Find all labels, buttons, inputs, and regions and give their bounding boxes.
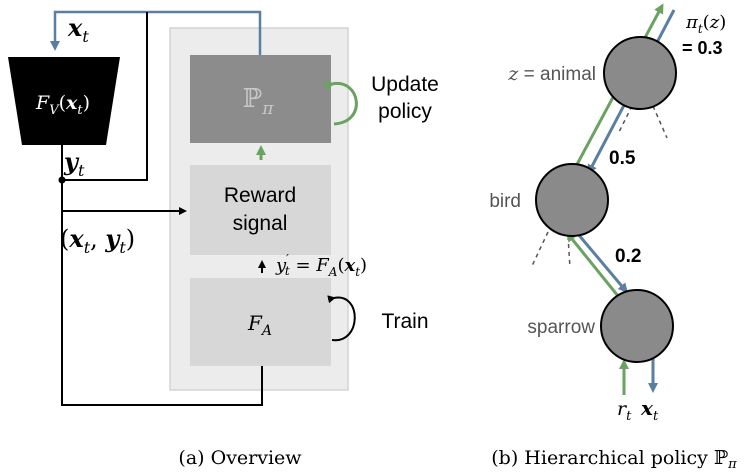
- dashed-branch: [567, 235, 571, 269]
- aux-output-label: y′t = FA(xt): [275, 252, 367, 279]
- edge-value: 0.5: [609, 148, 636, 169]
- tree-blue-arrow: [576, 233, 628, 294]
- dashed-branch: [531, 231, 549, 267]
- policy-input-line: [50, 10, 262, 57]
- node-label-animal: z = animal: [507, 63, 596, 85]
- edge-value: 0.2: [615, 246, 641, 267]
- update-label-line1: Update: [371, 73, 439, 96]
- reward-label-line1: Reward: [224, 184, 296, 207]
- update-loop: [324, 80, 358, 126]
- encoder-output-line: [61, 145, 263, 406]
- encoder-label: FV(xt): [35, 92, 90, 118]
- tree-node-sparrow: [600, 289, 674, 363]
- dashed-branch: [652, 105, 668, 139]
- pair-label: (xt, yt): [60, 224, 135, 257]
- reward-box: [190, 165, 331, 255]
- input-label: xt: [67, 13, 89, 46]
- aux-model-box: [190, 278, 331, 366]
- dashed-branch: [617, 105, 633, 135]
- node-label-bird: bird: [489, 191, 521, 212]
- y-to-top-line: [62, 12, 148, 181]
- caption-overview: (a) Overview: [178, 447, 302, 469]
- tree-node-bird: [535, 163, 609, 237]
- update-label-line2: policy: [378, 100, 432, 123]
- encoder-block: [8, 57, 120, 145]
- policy-box: [190, 55, 331, 143]
- output-label: yt: [63, 147, 85, 180]
- caption-policy: (b) Hierarchical policy ℙπ: [491, 447, 737, 472]
- tree-node-animal: [603, 36, 677, 110]
- train-label: Train: [381, 310, 428, 333]
- top-prob-label: πt(z): [685, 12, 726, 36]
- bottom-label-x: xt: [640, 396, 659, 424]
- tree-green-arrow: [566, 231, 620, 297]
- node-label-sparrow: sparrow: [527, 317, 595, 338]
- train-loop: [327, 295, 356, 342]
- top-prob-value: = 0.3: [682, 38, 723, 58]
- reward-label-line2: signal: [233, 212, 288, 235]
- bottom-label-r: rt: [617, 398, 632, 424]
